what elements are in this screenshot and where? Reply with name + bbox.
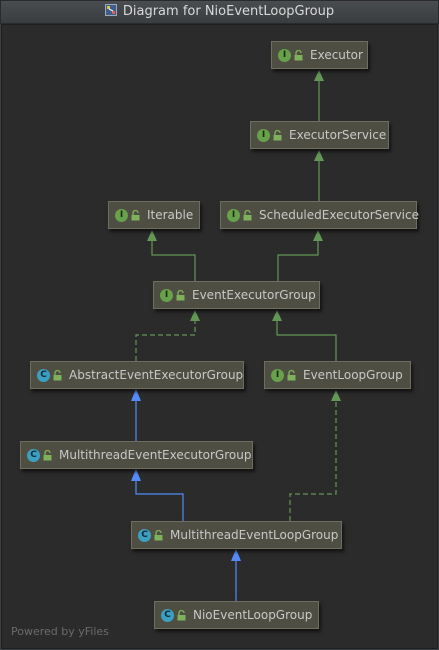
class-icon: C (161, 608, 174, 622)
lock-open-icon (176, 289, 185, 300)
lock-open-icon (154, 529, 163, 540)
window-title: Diagram for NioEventLoopGroup (122, 4, 335, 19)
node-event-executor-group[interactable]: I EventExecutorGroup (153, 281, 320, 309)
node-nio-event-loop-group[interactable]: C NioEventLoopGroup (154, 601, 319, 629)
node-label: NioEventLoopGroup (193, 608, 313, 622)
node-multithread-event-executor-group[interactable]: C MultithreadEventExecutorGroup (20, 441, 253, 469)
node-iterable[interactable]: I Iterable (108, 201, 200, 229)
lock-open-icon (131, 209, 140, 220)
node-label: Executor (310, 48, 363, 62)
lock-open-icon (294, 49, 303, 60)
lock-open-icon (273, 129, 282, 140)
lock-open-icon (177, 609, 186, 620)
node-label: ScheduledExecutorService (259, 208, 419, 222)
node-label: Iterable (147, 208, 194, 222)
class-icon: C (138, 528, 151, 542)
powered-by-footer: Powered by yFiles (11, 625, 109, 638)
lock-open-icon (287, 369, 296, 380)
lock-open-icon (53, 369, 62, 380)
node-label: MultithreadEventLoopGroup (170, 528, 339, 542)
interface-icon: I (115, 208, 128, 222)
interface-icon: I (257, 128, 270, 142)
class-icon: C (27, 448, 40, 462)
node-event-loop-group[interactable]: I EventLoopGroup (264, 361, 411, 389)
node-multithread-event-loop-group[interactable]: C MultithreadEventLoopGroup (131, 521, 342, 549)
interface-icon: I (227, 208, 240, 222)
node-executor-service[interactable]: I ExecutorService (250, 121, 389, 149)
lock-open-icon (43, 449, 52, 460)
interface-icon: I (160, 288, 173, 302)
node-executor[interactable]: I Executor (271, 41, 368, 69)
window-titlebar: Diagram for NioEventLoopGroup (0, 0, 439, 24)
node-label: AbstractEventExecutorGroup (69, 368, 244, 382)
diagram-icon (104, 4, 117, 16)
node-scheduled-executor-service[interactable]: I ScheduledExecutorService (220, 201, 419, 229)
node-label: EventLoopGroup (303, 368, 403, 382)
diagram-canvas[interactable] (1, 24, 438, 649)
node-label: ExecutorService (289, 128, 387, 142)
lock-open-icon (243, 209, 252, 220)
interface-icon: I (271, 368, 284, 382)
node-label: EventExecutorGroup (192, 288, 316, 302)
node-abstract-event-executor-group[interactable]: C AbstractEventExecutorGroup (30, 361, 244, 389)
node-label: MultithreadEventExecutorGroup (59, 448, 252, 462)
interface-icon: I (278, 48, 291, 62)
class-icon: C (37, 368, 50, 382)
